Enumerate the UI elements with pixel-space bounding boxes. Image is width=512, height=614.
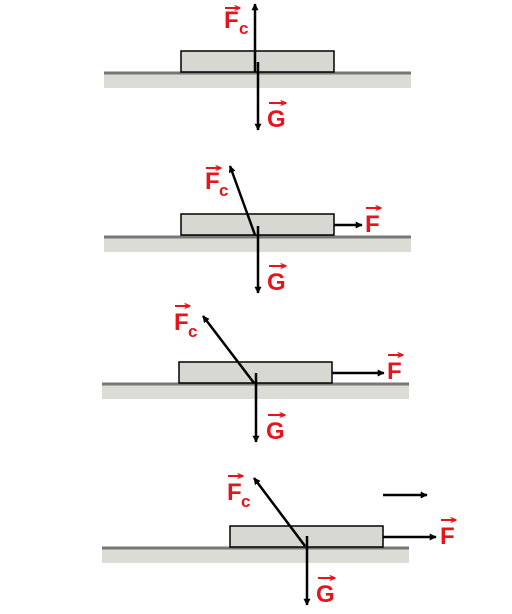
panel-2: F c G F (104, 166, 411, 296)
applied-force-letter: F (365, 211, 380, 238)
gravity-letter: G (267, 269, 286, 296)
gravity-letter: G (267, 106, 286, 133)
gravity-label: G (267, 103, 286, 133)
applied-force-label: F (440, 520, 456, 550)
gravity-label: G (267, 266, 286, 296)
friction-force-letter: F (227, 479, 242, 506)
panel-1: F c G (104, 3, 411, 133)
friction-force-arrow (202, 315, 255, 384)
applied-force-label: F (365, 208, 381, 238)
friction-force-arrow (253, 477, 306, 547)
friction-force-subscript: c (241, 492, 250, 511)
friction-force-subscript: c (239, 19, 248, 38)
panel-3: F c G F (102, 306, 409, 445)
ground-surface (102, 548, 409, 563)
applied-force-letter: F (387, 358, 402, 385)
friction-force-letter: F (205, 168, 220, 195)
friction-force-letter: F (174, 309, 189, 336)
friction-force-label: F c (205, 168, 228, 200)
friction-force-arrow (228, 165, 257, 236)
friction-force-label: F c (227, 476, 250, 511)
gravity-letter: G (316, 581, 335, 608)
friction-force-subscript: c (188, 322, 197, 341)
friction-force-label: F c (224, 7, 248, 38)
friction-force-label: F c (174, 306, 197, 341)
gravity-letter: G (266, 418, 285, 445)
friction-force-subscript: c (219, 181, 228, 200)
gravity-label: G (266, 415, 285, 445)
friction-force-letter: F (224, 7, 239, 34)
applied-force-label: F (387, 355, 403, 385)
gravity-label: G (316, 578, 335, 608)
applied-force-letter: F (440, 523, 455, 550)
panel-4: F c G F (102, 476, 456, 608)
